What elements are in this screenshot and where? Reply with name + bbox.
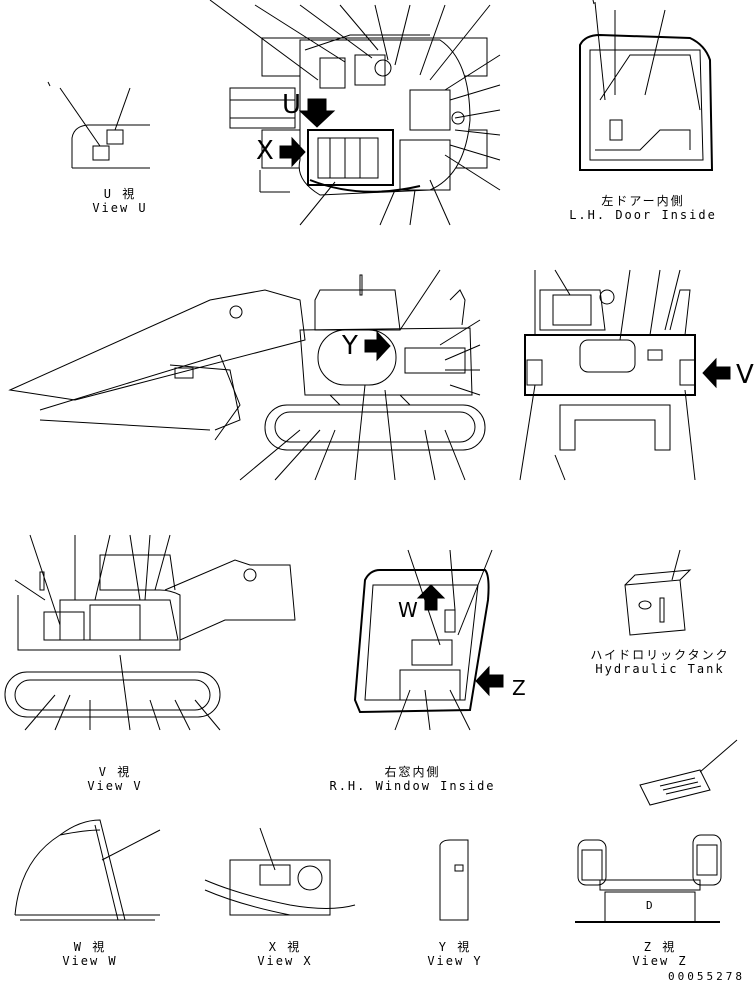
view-v-drawing: [5, 535, 295, 730]
marker-x: X: [256, 136, 274, 166]
marker-v: V: [736, 360, 754, 390]
caption-view-y: Y 視 View Y: [415, 940, 495, 968]
caption-lh-door: 左ドアー内側 L.H. Door Inside: [558, 194, 728, 222]
caption-view-y-en: View Y: [427, 954, 483, 968]
caption-view-z-jp: Z 視: [643, 940, 677, 954]
marker-d: D: [646, 899, 656, 912]
view-w-drawing: [15, 820, 160, 920]
marker-u: U: [282, 90, 302, 120]
view-z-drawing: [575, 835, 721, 922]
caption-rh-window-en: R.H. Window Inside: [329, 779, 496, 793]
caption-lh-door-jp: 左ドアー内側: [601, 194, 685, 208]
caption-hydraulic-tank-en: Hydraulic Tank: [595, 662, 725, 676]
caption-view-y-jp: Y 視: [438, 940, 472, 954]
caption-view-u-en: View U: [92, 201, 148, 215]
caption-view-x-en: View X: [257, 954, 313, 968]
part-number: 00055278: [668, 970, 745, 983]
excavator-side-drawing: [10, 270, 485, 480]
caption-hydraulic-tank-jp: ハイドロリックタンク: [590, 648, 730, 662]
caption-view-w-jp: W 視: [73, 940, 107, 954]
caption-view-x: X 視 View X: [245, 940, 325, 968]
caption-view-x-jp: X 視: [268, 940, 302, 954]
caption-view-z-en: View Z: [632, 954, 688, 968]
view-u-drawing: [48, 82, 150, 168]
caption-view-v-jp: V 視: [98, 765, 132, 779]
caption-view-w: W 視 View W: [50, 940, 130, 968]
lh-door-drawing: [580, 0, 712, 170]
rh-window-drawing: [355, 550, 503, 730]
hydraulic-tank-drawing: [625, 550, 690, 635]
caption-view-v: V 視 View V: [75, 765, 155, 793]
view-y-drawing: [440, 840, 468, 920]
caption-rh-window-jp: 右窓内側: [384, 765, 441, 779]
excavator-rear-drawing: [520, 270, 730, 480]
caption-view-z: Z 視 View Z: [620, 940, 700, 968]
caption-view-w-en: View W: [62, 954, 118, 968]
caption-lh-door-en: L.H. Door Inside: [569, 208, 717, 222]
caption-hydraulic-tank: ハイドロリックタンク Hydraulic Tank: [585, 648, 735, 676]
manual-book-drawing: [640, 740, 737, 805]
upper-structure-plan: [210, 0, 500, 225]
caption-rh-window: 右窓内側 R.H. Window Inside: [325, 765, 500, 793]
view-x-drawing: [205, 828, 355, 915]
caption-view-u-jp: U 視: [103, 187, 137, 201]
marker-z: Z: [512, 676, 526, 700]
marker-y: Y: [342, 331, 358, 361]
caption-view-v-en: View V: [87, 779, 143, 793]
caption-view-u: U 視 View U: [80, 187, 160, 215]
marker-w: W: [398, 598, 418, 622]
